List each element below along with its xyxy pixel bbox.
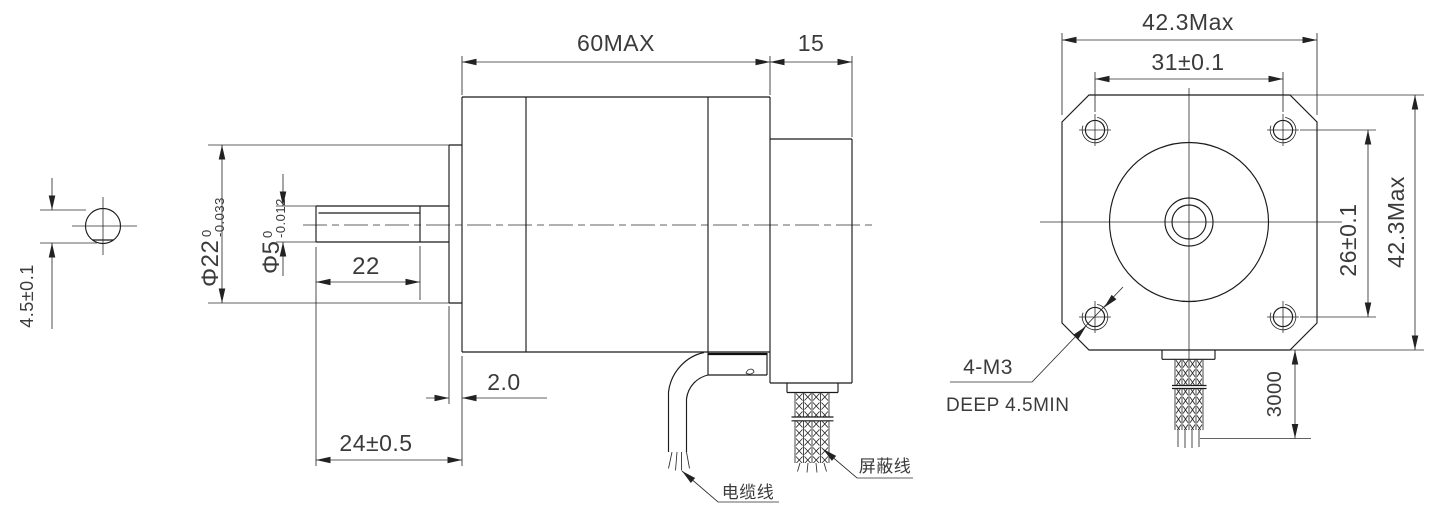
- boss-dia-label: Φ22: [197, 240, 224, 287]
- shield-label: 屏蔽线: [859, 457, 912, 476]
- mounting-hole-bottom-right: [1267, 301, 1299, 333]
- shield-braid-lines-side: [794, 392, 830, 463]
- shaft-dia-label: Φ5: [258, 241, 285, 275]
- dim-shaft-diameter: Φ5 0 -0.012: [251, 174, 316, 276]
- hole-pitch-h-label: 31±0.1: [1151, 49, 1224, 75]
- mounting-hole-top-left: [1079, 114, 1111, 146]
- motor-body-outline: [461, 96, 771, 353]
- front-face-outline: [1061, 94, 1318, 351]
- front-height-label: 42.3Max: [1383, 176, 1409, 268]
- flat-length-label: 22: [352, 253, 380, 280]
- cable-wire-tails: [668, 451, 690, 471]
- front-centerlines: [1040, 88, 1342, 361]
- shaft-extension-label: 24±0.5: [339, 430, 412, 456]
- dim-boss-thickness: 2.0: [426, 306, 547, 466]
- motor-front-view: 42.3Max 31±0.1 26±0.1 42.3Max 3000 4-M3: [946, 9, 1424, 448]
- braid-break-lines-front: [1172, 384, 1207, 390]
- cable-gland-front: [1161, 350, 1216, 360]
- shaft-section-view: 4.5±0.1: [17, 178, 137, 329]
- dim-hole-pitch-vertical: 26±0.1: [1300, 129, 1376, 318]
- braid-break-lines-side: [791, 416, 834, 422]
- cable-label: 电缆线: [722, 483, 775, 502]
- rear-housing-outline: [769, 138, 853, 384]
- section-centerlines: [72, 197, 137, 255]
- front-width-label: 42.3Max: [1142, 9, 1234, 35]
- shaft-circle: [1171, 204, 1207, 240]
- motor-side-view: 60MAX 15 Φ22 0 -0.033 Φ5 0 -0.012: [190, 30, 913, 503]
- shield-braid-lines-front: [1174, 359, 1204, 430]
- dim-front-width: 42.3Max: [1061, 9, 1318, 115]
- connector-wire-curl: [745, 368, 755, 375]
- boss-thickness-label: 2.0: [487, 369, 520, 395]
- shaft-dia-lower-tol: -0.012: [273, 198, 288, 238]
- boss-dia-lower-tol: -0.033: [212, 197, 227, 237]
- leader-shield: 屏蔽线: [822, 448, 913, 479]
- leader-mounting-holes: 4-M3 DEEP 4.5MIN: [946, 286, 1124, 416]
- mount-hole-depth-label: DEEP 4.5MIN: [946, 395, 1069, 416]
- dim-boss-diameter: Φ22 0 -0.033: [190, 144, 449, 304]
- shield-wire-tails-front: [1177, 430, 1200, 448]
- cable-length-label: 3000: [1264, 371, 1286, 418]
- shaft-outline: [315, 205, 449, 243]
- mounting-hole-top-right: [1267, 114, 1299, 146]
- flat-height-label: 4.5±0.1: [17, 264, 37, 327]
- cable-outline: [667, 351, 709, 452]
- cable-gland-side: [786, 383, 839, 394]
- shaft-dia-upper-tol: 0: [260, 230, 275, 238]
- boss-dia-upper-tol: 0: [199, 229, 214, 237]
- dim-flat-height: 4.5±0.1: [17, 178, 97, 329]
- dim-shaft-extension: 24±0.5: [315, 247, 462, 466]
- mount-hole-spec-label: 4-M3: [963, 356, 1013, 379]
- shaft-ring-circle: [1164, 197, 1214, 247]
- mounting-hole-bottom-left: [1079, 301, 1111, 333]
- hole-pitch-v-label: 26±0.1: [1335, 203, 1361, 276]
- dim-front-height: 42.3Max: [1290, 94, 1424, 351]
- leader-cable: 电缆线: [681, 470, 779, 503]
- connector-outline: [707, 352, 768, 376]
- shield-wire-tails-side: [797, 462, 827, 473]
- pilot-boss-outline: [448, 144, 462, 304]
- svg-text:Φ22 0 -0.033: Φ22 0 -0.033: [190, 197, 227, 287]
- dim-cable-length: 3000: [1200, 350, 1311, 439]
- dim-rear-15: 15: [770, 30, 853, 137]
- dim-flat-length-22: 22: [316, 246, 421, 300]
- rear-15-label: 15: [798, 30, 825, 56]
- dim-60max: 60MAX: [461, 30, 771, 95]
- dim-hole-pitch-horizontal: 31±0.1: [1094, 49, 1284, 112]
- svg-text:Φ5 0 -0.012: Φ5 0 -0.012: [251, 198, 288, 274]
- pilot-boss-circle: [1108, 141, 1270, 303]
- length-60max-label: 60MAX: [577, 30, 655, 56]
